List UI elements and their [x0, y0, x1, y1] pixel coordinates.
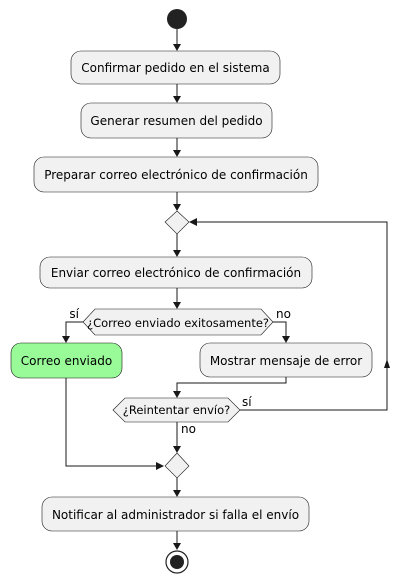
- action-confirm-order: [70, 50, 281, 85]
- end-node: [165, 550, 189, 574]
- action-confirm-order-label: Confirmar pedido en el sistema: [81, 61, 269, 75]
- action-send-email-label: Enviar correo electrónico de confirmació…: [51, 266, 301, 280]
- decision-email-sent-label: ¿Correo enviado exitosamente?: [87, 316, 269, 330]
- decision-email-sent: [82, 308, 274, 336]
- edge-label-yes-retry: sí: [242, 395, 252, 409]
- edge-label-no-sent: no: [276, 307, 291, 321]
- action-generate-summary-label: Generar resumen del pedido: [90, 114, 262, 128]
- action-show-error: [199, 342, 373, 378]
- action-show-error-label: Mostrar mensaje de error: [210, 354, 362, 368]
- action-email-sent-label: Correo enviado: [21, 354, 112, 368]
- action-prepare-email: [33, 156, 319, 193]
- branch-merge-diamond: [164, 452, 190, 479]
- action-notify-admin-label: Notificar al administrador si falla el e…: [52, 508, 299, 522]
- decision-retry-label: ¿Reintentar envío?: [123, 403, 230, 417]
- decision-retry: [112, 397, 241, 423]
- edge-label-yes-sent: sí: [69, 307, 79, 321]
- action-notify-admin: [41, 496, 310, 532]
- edge-label-no-retry: no: [181, 422, 196, 436]
- loop-merge-diamond: [164, 210, 190, 235]
- start-node: [167, 9, 187, 29]
- edges: [62, 29, 390, 550]
- action-send-email: [39, 256, 313, 289]
- action-prepare-email-label: Preparar correo electrónico de confirmac…: [44, 168, 308, 182]
- action-email-sent: [10, 342, 123, 379]
- action-generate-summary: [80, 102, 273, 139]
